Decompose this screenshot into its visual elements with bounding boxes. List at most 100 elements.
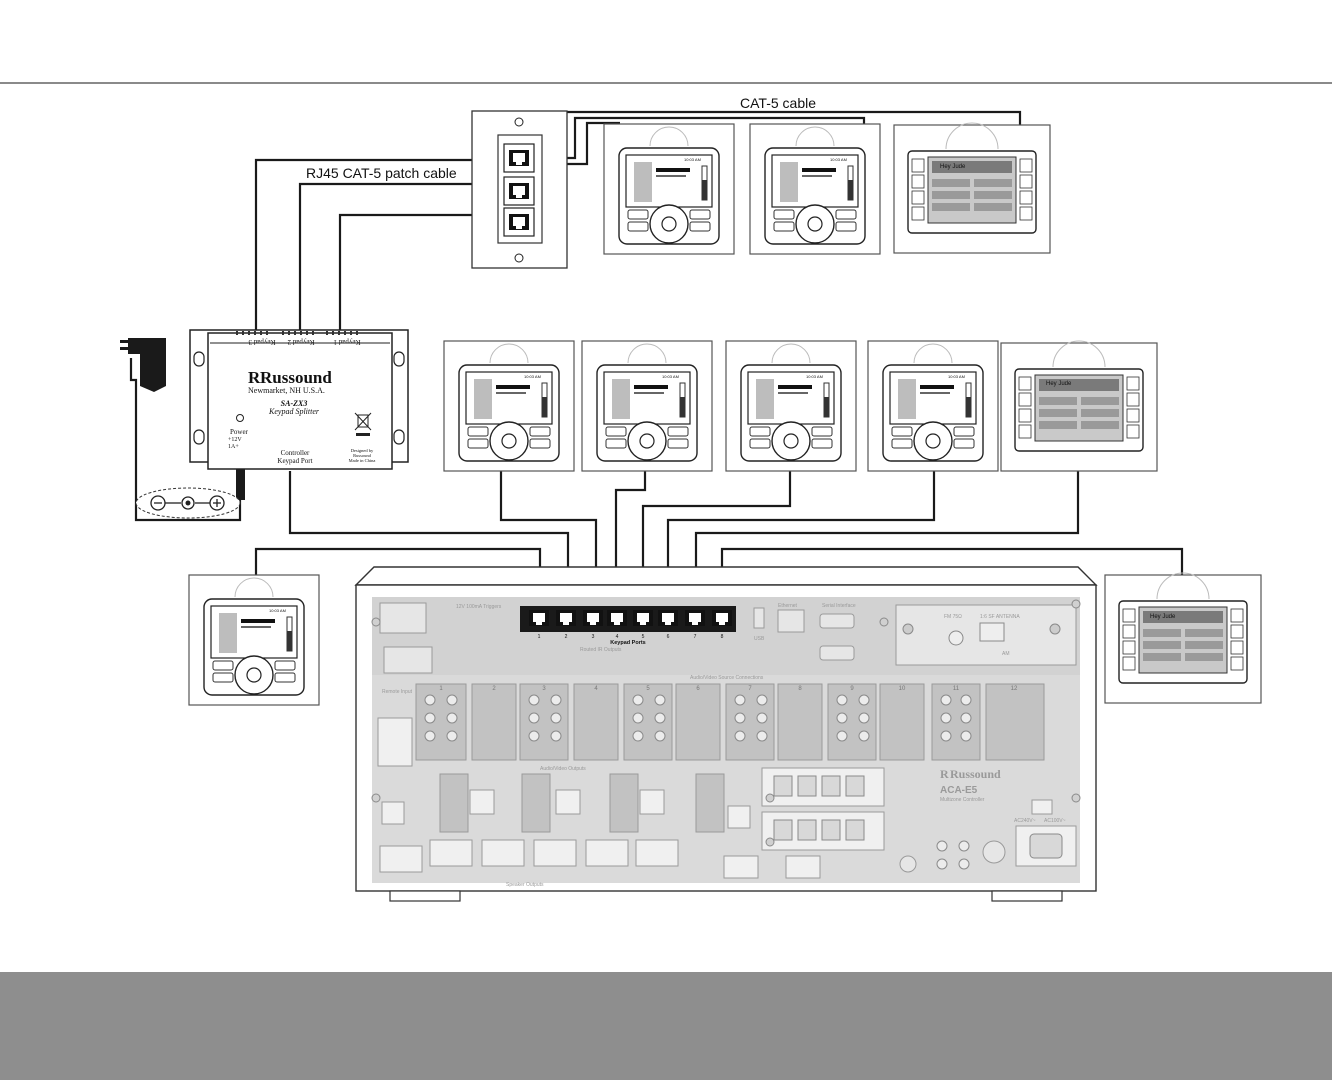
zone-4: 4 — [594, 686, 598, 692]
touch-mid-song: Hey Jude — [1046, 381, 1072, 387]
cable-keypad-row-4 — [666, 468, 936, 612]
wall-jack-3 — [509, 214, 529, 230]
keypad-port-1 — [529, 610, 549, 626]
touch-keypad-top — [893, 122, 1051, 254]
splitter-power-spec-1: +12V — [228, 437, 242, 443]
controller-logo-mark: R — [940, 767, 949, 781]
port-num-8: 8 — [721, 634, 724, 640]
source-columns — [415, 683, 1045, 761]
zone-8: 8 — [798, 686, 802, 692]
power-cord — [129, 358, 242, 522]
cat5-cable-label: CAT-5 cable — [740, 95, 816, 111]
keypad-port-2 — [556, 610, 576, 626]
footer-band — [0, 972, 1332, 1080]
weee-icon — [354, 412, 372, 436]
splitter-designed-1: Designed by — [351, 448, 374, 453]
zone-3: 3 — [542, 686, 546, 692]
keypad-port-5 — [633, 610, 653, 626]
touch-right-song: Hey Jude — [1150, 614, 1176, 620]
keypad-mid-4 — [867, 340, 999, 472]
av-source-label: Audio/Video Source Connections — [690, 675, 764, 681]
aca-e5-controller: 1:6 SF ANTENNA FM 75Ω AM 1 2 3 4 5 6 7 8… — [354, 566, 1098, 902]
port-num-7: 7 — [694, 634, 697, 640]
zone-6: 6 — [696, 686, 700, 692]
keypad-ports-label: Keypad Ports — [610, 640, 645, 646]
port-num-2: 2 — [565, 634, 568, 640]
splitter-controller-label: Controller — [281, 449, 310, 457]
splitter-name: Keypad Splitter — [268, 407, 320, 416]
touch-keypad-right — [1104, 572, 1262, 704]
keypad-port-7 — [685, 610, 705, 626]
keypad-port-6 — [658, 610, 678, 626]
zone-1: 1 — [439, 686, 443, 692]
port-num-4: 4 — [616, 634, 619, 640]
splitter-port-keypad2: Keypad 2 — [287, 338, 315, 346]
splitter-designed-2: Russound — [353, 453, 372, 458]
fm-label: FM 75Ω — [944, 614, 962, 620]
keypad-top-1 — [603, 123, 735, 255]
keypad-left — [188, 574, 320, 706]
cable-keypad-row-1 — [499, 468, 598, 612]
kp-time-2: 10:03 AM — [830, 157, 847, 162]
kp-time-7: 10:03 AM — [269, 608, 286, 613]
kp-time-3: 10:03 AM — [524, 374, 541, 379]
splitter-location: Newmarket, NH U.S.A. — [248, 386, 325, 395]
zone-5: 5 — [646, 686, 650, 692]
port-num-5: 5 — [642, 634, 645, 640]
kp-time-1: 10:03 AM — [684, 157, 701, 162]
russound-logo-mark: R — [248, 368, 261, 387]
zone-12: 12 — [1011, 686, 1018, 692]
kp-time-5: 10:03 AM — [806, 374, 823, 379]
splitter-port-keypad1: Keypad 1 — [333, 338, 361, 346]
wall-plate — [471, 110, 568, 269]
kp-time-4: 10:03 AM — [662, 374, 679, 379]
keypad-port-4 — [607, 610, 627, 626]
usb-label: USB — [754, 636, 765, 642]
splitter-designed-3: Made in China — [349, 458, 376, 463]
routed-ir-label: Routed IR Outputs — [580, 647, 622, 653]
port-num-6: 6 — [667, 634, 670, 640]
keypad-mid-1 — [443, 340, 575, 472]
splitter-keypad-port-label: Keypad Port — [277, 457, 312, 465]
controller-brand: Russound — [950, 767, 1001, 781]
keypad-mid-2 — [581, 340, 713, 472]
voltage-label-1: AC240V~ — [1014, 818, 1036, 824]
cable-splitter-keypad1 — [338, 213, 498, 331]
kp-time-6: 10:03 AM — [948, 374, 965, 379]
controller-model: ACA-E5 — [940, 785, 978, 796]
zone-7: 7 — [748, 686, 752, 692]
cable-keypad-row-3 — [641, 468, 792, 612]
splitter-model: SA-ZX3 — [281, 399, 308, 408]
serial-label: Serial Interface — [822, 603, 856, 609]
cable-keypad-row-2 — [614, 468, 647, 612]
antenna-label: 1:6 SF ANTENNA — [980, 614, 1020, 620]
keypad-port-3 — [583, 610, 603, 626]
keypad-port-8 — [712, 610, 732, 626]
splitter-power-spec-2: 1A+ — [228, 444, 239, 450]
keypad-mid-3 — [725, 340, 857, 472]
remote-input-label: Remote Input — [382, 689, 413, 695]
triggers-label: 12V 100mA Triggers — [456, 604, 502, 610]
zone-2: 2 — [492, 686, 496, 692]
zone-10: 10 — [899, 686, 906, 692]
touch-top-song: Hey Jude — [940, 164, 966, 170]
port-num-1: 1 — [538, 634, 541, 640]
am-label: AM — [1002, 651, 1010, 657]
power-adapter — [120, 338, 245, 500]
ethernet-label: Ethernet — [778, 603, 798, 609]
wall-jack-2 — [509, 183, 529, 199]
cable-splitter-keypad3 — [254, 158, 498, 331]
splitter-port-keypad3: Keypad 3 — [248, 338, 276, 346]
zone-11: 11 — [953, 686, 960, 692]
rca-jacks — [424, 694, 972, 742]
wall-jack-1 — [509, 150, 529, 166]
splitter-power-label: Power — [230, 428, 249, 436]
controller-subtitle: Multizone Controller — [940, 797, 985, 803]
speaker-outputs-label: Speaker Outputs — [506, 882, 544, 888]
cable-splitter-keypad2 — [298, 182, 498, 331]
splitter-brand: Russound — [260, 368, 332, 387]
keypad-top-2 — [749, 123, 881, 255]
touch-keypad-mid — [1000, 340, 1158, 472]
